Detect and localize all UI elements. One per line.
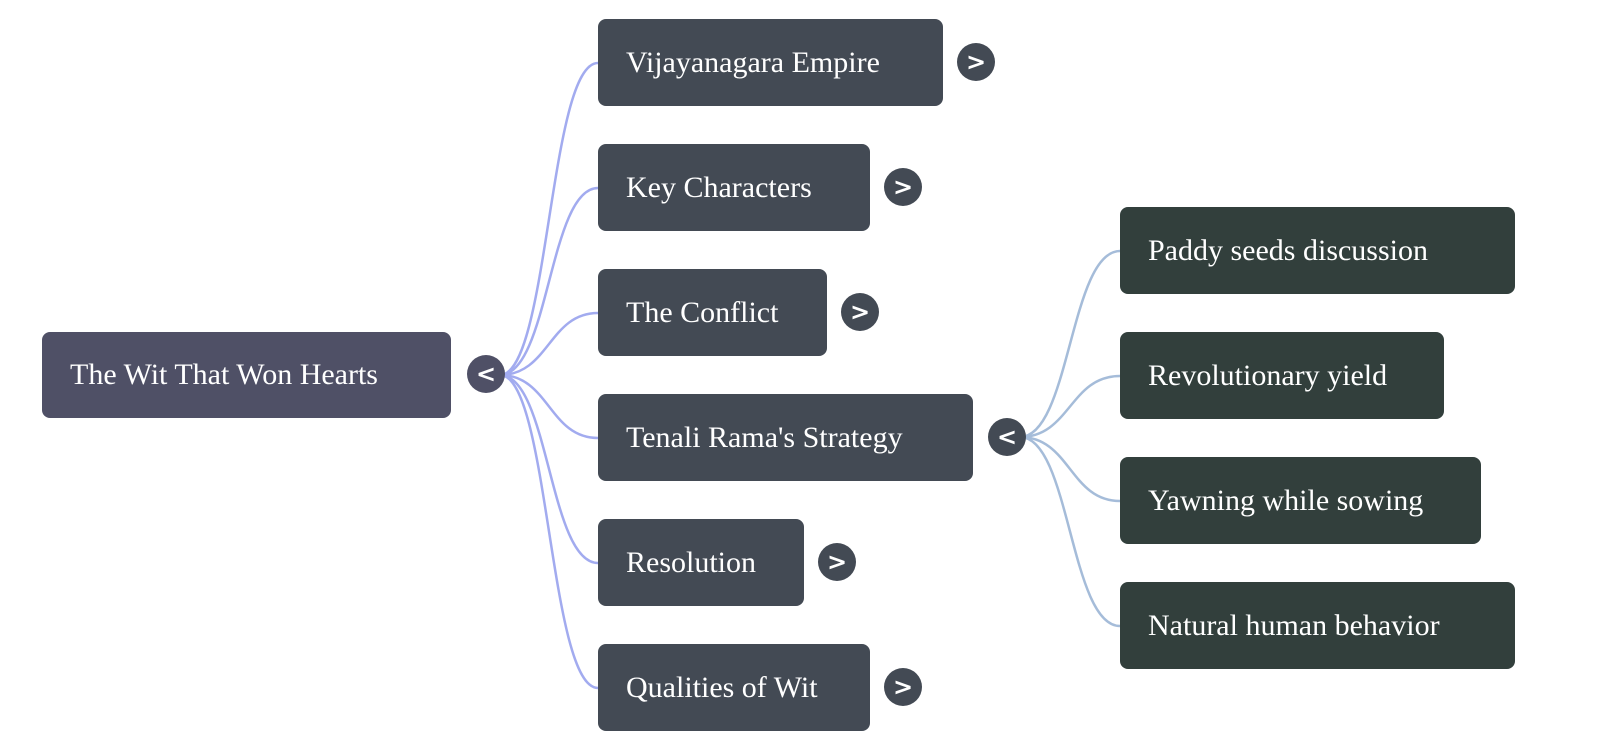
root-edge-3 xyxy=(499,373,599,440)
branch-qualities-of-wit[interactable]: Qualities of Wit xyxy=(598,644,870,731)
leaf-label: Revolutionary yield xyxy=(1148,358,1388,392)
leaf-natural-human-behavior[interactable]: Natural human behavior xyxy=(1120,582,1515,669)
leaf-label: Paddy seeds discussion xyxy=(1148,233,1428,267)
leaf-label: Yawning while sowing xyxy=(1148,483,1424,517)
root-edge-5 xyxy=(499,373,599,690)
leaf-yawning-while-sowing[interactable]: Yawning while sowing xyxy=(1120,457,1481,544)
branch-label: Resolution xyxy=(626,545,757,579)
leaf-paddy-seeds-discussion[interactable]: Paddy seeds discussion xyxy=(1120,207,1515,294)
expand-toggle-qualities-of-wit[interactable]: > xyxy=(884,668,922,706)
expand-toggle-resolution[interactable]: > xyxy=(818,543,856,581)
root-edge-1 xyxy=(499,186,599,377)
root-edge-2 xyxy=(499,311,599,377)
strategy-edge-3 xyxy=(1019,435,1121,628)
branch-resolution[interactable]: Resolution xyxy=(598,519,804,606)
strategy-edge-0 xyxy=(1019,249,1121,439)
leaf-label: Natural human behavior xyxy=(1148,608,1440,642)
collapse-toggle-tenali-ramas-strategy[interactable]: < xyxy=(988,418,1026,456)
strategy-edge-2 xyxy=(1019,435,1121,503)
branch-key-characters[interactable]: Key Characters xyxy=(598,144,870,231)
branch-label: The Conflict xyxy=(626,295,779,329)
root-node-label: The Wit That Won Hearts xyxy=(70,358,378,391)
branch-label: Qualities of Wit xyxy=(626,670,818,704)
expand-toggle-key-characters[interactable]: > xyxy=(884,168,922,206)
branch-tenali-ramas-strategy[interactable]: Tenali Rama's Strategy xyxy=(598,394,973,481)
expand-toggle-the-conflict[interactable]: > xyxy=(841,293,879,331)
leaf-revolutionary-yield[interactable]: Revolutionary yield xyxy=(1120,332,1444,419)
root-collapse-toggle[interactable]: < xyxy=(467,355,505,393)
branch-label: Tenali Rama's Strategy xyxy=(626,420,903,454)
branch-label: Vijayanagara Empire xyxy=(626,45,880,79)
branch-label: Key Characters xyxy=(626,170,812,204)
expand-toggle-vijayanagara-empire[interactable]: > xyxy=(957,43,995,81)
root-edge-4 xyxy=(499,373,599,565)
strategy-edge-1 xyxy=(1019,374,1121,439)
branch-the-conflict[interactable]: The Conflict xyxy=(598,269,827,356)
branch-vijayanagara-empire[interactable]: Vijayanagara Empire xyxy=(598,19,943,106)
root-node[interactable]: The Wit That Won Hearts xyxy=(42,332,451,418)
root-edge-0 xyxy=(499,61,599,377)
